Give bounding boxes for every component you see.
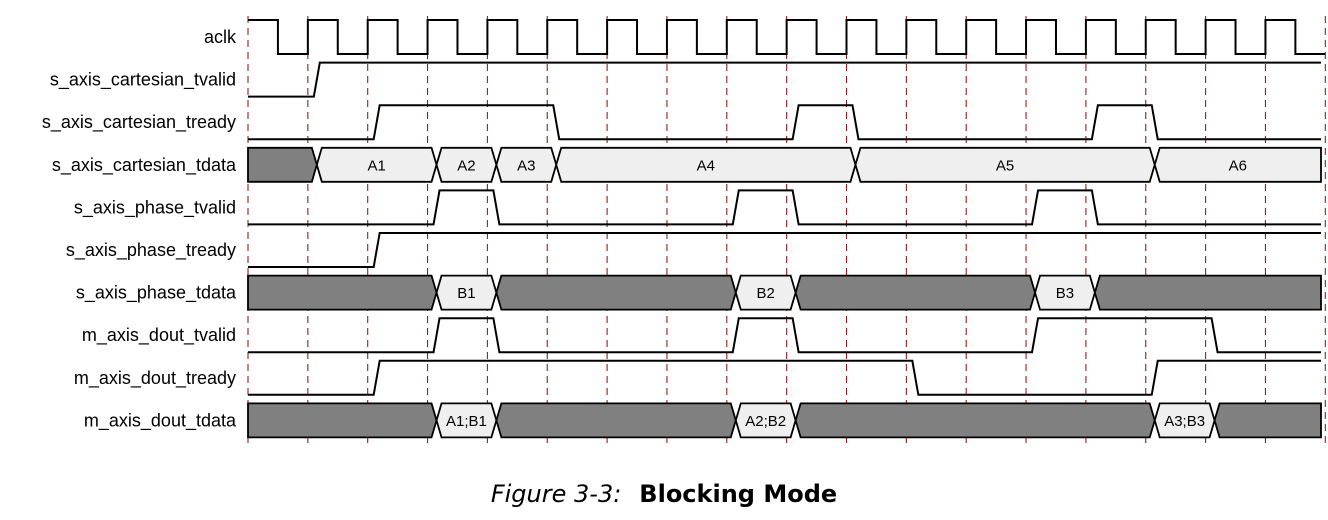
figure-number: Figure 3-3: (490, 480, 622, 508)
signal-label: m_axis_dout_tvalid (82, 325, 236, 346)
bit-waveform (248, 104, 1321, 141)
bit-waveform (248, 359, 1321, 396)
bit-waveform (248, 317, 1321, 354)
bus-data-segment (1153, 402, 1216, 439)
signal-label: s_axis_cartesian_tdata (52, 155, 237, 176)
bus-data-segment (734, 402, 797, 439)
bit-waveform (248, 232, 1321, 268)
bus-dont-care-segment (495, 274, 737, 311)
bit-waveform (248, 61, 1321, 98)
bus-value-label: B1 (457, 285, 475, 302)
signal-label: s_axis_phase_tready (66, 240, 236, 261)
signal-label: aclk (204, 27, 237, 47)
signal-label: s_axis_cartesian_tvalid (50, 70, 236, 91)
bus-dont-care-segment (247, 402, 438, 439)
bus-data-segment (734, 274, 797, 311)
bus-data-segment (435, 274, 498, 311)
bus-dont-care-segment (794, 402, 1156, 439)
bit-waveform (248, 189, 1321, 226)
bus-value-label: A1 (367, 157, 385, 174)
bus-value-label: A1;B1 (446, 413, 487, 430)
bus-value-label: A4 (697, 157, 715, 174)
signal-label: m_axis_dout_tready (74, 368, 236, 389)
signal-labels: aclk s_axis_cartesian_tvalid s_axis_cartes… (42, 27, 1247, 431)
bus-dont-care-segment (794, 274, 1036, 311)
bus-dont-care-segment (495, 402, 737, 439)
bus-value-label: A2 (457, 157, 475, 174)
signal-label: m_axis_dout_tdata (84, 410, 237, 431)
bus-dont-care-segment (247, 146, 318, 183)
bus-data-segment (435, 402, 498, 439)
figure-title: Blocking Mode (639, 480, 838, 508)
bus-data-segment (435, 146, 498, 183)
bus-data-segment (1153, 146, 1322, 183)
signal-label: s_axis_phase_tvalid (74, 197, 236, 218)
bus-data-segment (1034, 274, 1096, 311)
bus-value-label: A6 (1229, 157, 1247, 174)
timing-diagram: aclk s_axis_cartesian_tvalid s_axis_cartes… (42, 16, 1326, 448)
bus-dont-care-segment (1213, 402, 1322, 439)
signal-label: s_axis_cartesian_tready (42, 112, 236, 133)
bus-value-label: A3 (517, 157, 535, 174)
bus-value-label: A2;B2 (745, 413, 786, 430)
figure-caption: Figure 3-3: Blocking Mode (0, 480, 1328, 508)
signal-label: s_axis_phase_tdata (76, 283, 237, 304)
bus-data-segment (555, 146, 857, 183)
bus-data-segment (854, 146, 1156, 183)
clock-edge-gridlines (247, 16, 1326, 448)
signal-waveforms (247, 19, 1326, 439)
bus-dont-care-segment (247, 274, 438, 311)
bus-data-segment (495, 146, 558, 183)
bus-dont-care-segment (1093, 274, 1322, 311)
clock-waveform (248, 19, 1326, 55)
bus-data-segment (315, 146, 438, 183)
bus-value-label: B2 (757, 285, 775, 302)
bus-value-label: B3 (1056, 285, 1074, 302)
bus-value-label: A3;B3 (1164, 413, 1205, 430)
bus-value-label: A5 (996, 157, 1014, 174)
